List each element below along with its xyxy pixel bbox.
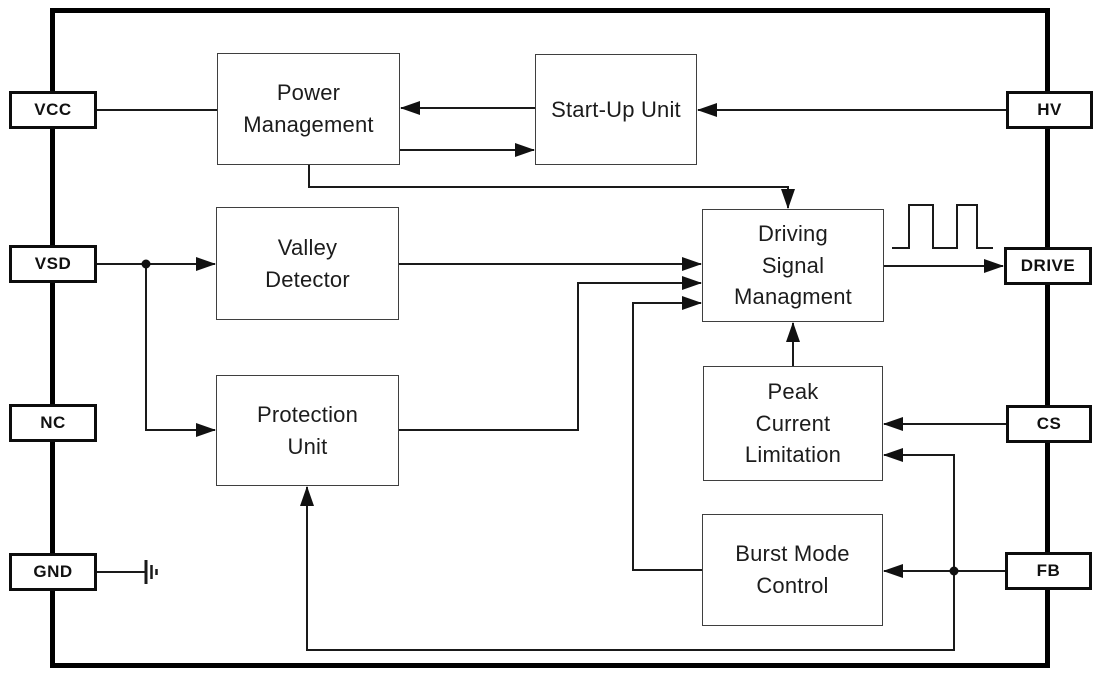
block-startup-unit-label: Start-Up Unit — [551, 96, 681, 122]
pin-vsd-label: VSD — [34, 254, 72, 273]
pin-fb: FB — [1005, 552, 1092, 590]
pin-hv-label: HV — [1037, 100, 1062, 119]
block-power-management: Power Management — [217, 53, 400, 165]
pin-vsd: VSD — [9, 245, 97, 283]
block-driving-signal-management-label: Driving Signal Managment — [734, 220, 852, 310]
wire-burst-to-dsm — [632, 296, 702, 571]
block-power-management-label: Power Management — [243, 80, 374, 137]
ground-icon — [144, 560, 158, 584]
block-protection-unit: Protection Unit — [216, 375, 399, 486]
pin-gnd-label: GND — [33, 562, 73, 581]
block-peak-current-limitation-label: Peak Current Limitation — [744, 378, 842, 468]
wire-fb-to-protection — [300, 486, 955, 651]
block-driving-signal-management: Driving Signal Managment — [702, 209, 884, 322]
ic-outline — [50, 8, 1050, 668]
wire-vsd-to-protection — [145, 264, 216, 437]
pin-hv: HV — [1006, 91, 1093, 129]
wire-protection-to-dsm — [399, 276, 702, 431]
pin-nc-label: NC — [40, 413, 66, 432]
block-valley-detector: Valley Detector — [216, 207, 399, 320]
block-startup-unit: Start-Up Unit — [535, 54, 697, 165]
block-valley-detector-label: Valley Detector — [265, 234, 350, 292]
pin-cs: CS — [1006, 405, 1092, 443]
block-burst-mode-control-label: Burst Mode Control — [735, 541, 850, 598]
wire-power-to-dsm — [308, 165, 795, 209]
pin-drive: DRIVE — [1004, 247, 1092, 285]
pin-cs-label: CS — [1036, 414, 1062, 433]
block-peak-current-limitation: Peak Current Limitation — [703, 366, 883, 481]
pin-nc: NC — [9, 404, 97, 442]
pin-gnd: GND — [9, 553, 97, 591]
pin-vcc: VCC — [9, 91, 97, 129]
pin-drive-label: DRIVE — [1020, 256, 1076, 275]
block-burst-mode-control: Burst Mode Control — [702, 514, 883, 626]
square-wave-icon — [892, 204, 993, 249]
pin-fb-label: FB — [1036, 561, 1061, 580]
pin-vcc-label: VCC — [34, 100, 72, 119]
junction-dot-vsd — [141, 259, 151, 269]
junction-dot-fb — [949, 566, 959, 576]
block-protection-unit-label: Protection Unit — [256, 401, 359, 459]
wire-fb-to-pcl — [883, 448, 955, 571]
